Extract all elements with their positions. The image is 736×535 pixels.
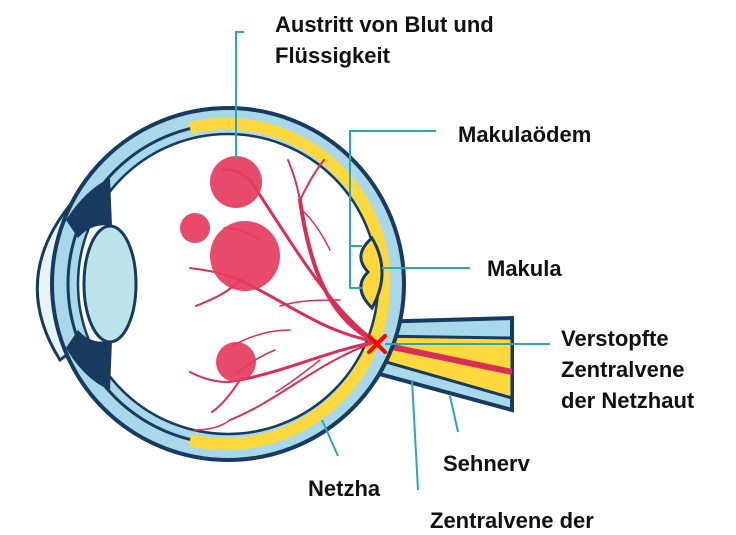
label-verstopfte: Verstopfte Zentralvene der Netzhaut <box>561 323 694 416</box>
leader-zentralvene <box>412 380 418 490</box>
label-netzha: Netzha <box>308 473 380 504</box>
hemorrhage-spot <box>210 156 262 208</box>
hemorrhage-spot <box>180 213 210 243</box>
label-makulaoedem: Makulaödem <box>458 119 591 150</box>
label-verstopfte-line-1: Verstopfte <box>561 323 694 354</box>
label-verstopfte-line-2: Zentralvene <box>561 354 694 385</box>
label-zentralvene: Zentralvene der <box>430 505 594 535</box>
leader-sehnerv <box>450 396 458 432</box>
label-austritt-line-1: Austritt von Blut und <box>275 9 494 40</box>
label-austritt: Austritt von Blut und Flüssigkeit <box>275 9 494 71</box>
label-sehnerv: Sehnerv <box>443 448 530 479</box>
lens <box>84 226 136 342</box>
label-makula: Makula <box>487 253 562 284</box>
label-austritt-line-2: Flüssigkeit <box>275 40 494 71</box>
hemorrhage-spot <box>210 221 280 291</box>
label-verstopfte-line-3: der Netzhaut <box>561 385 694 416</box>
hemorrhage-spot <box>216 342 256 382</box>
